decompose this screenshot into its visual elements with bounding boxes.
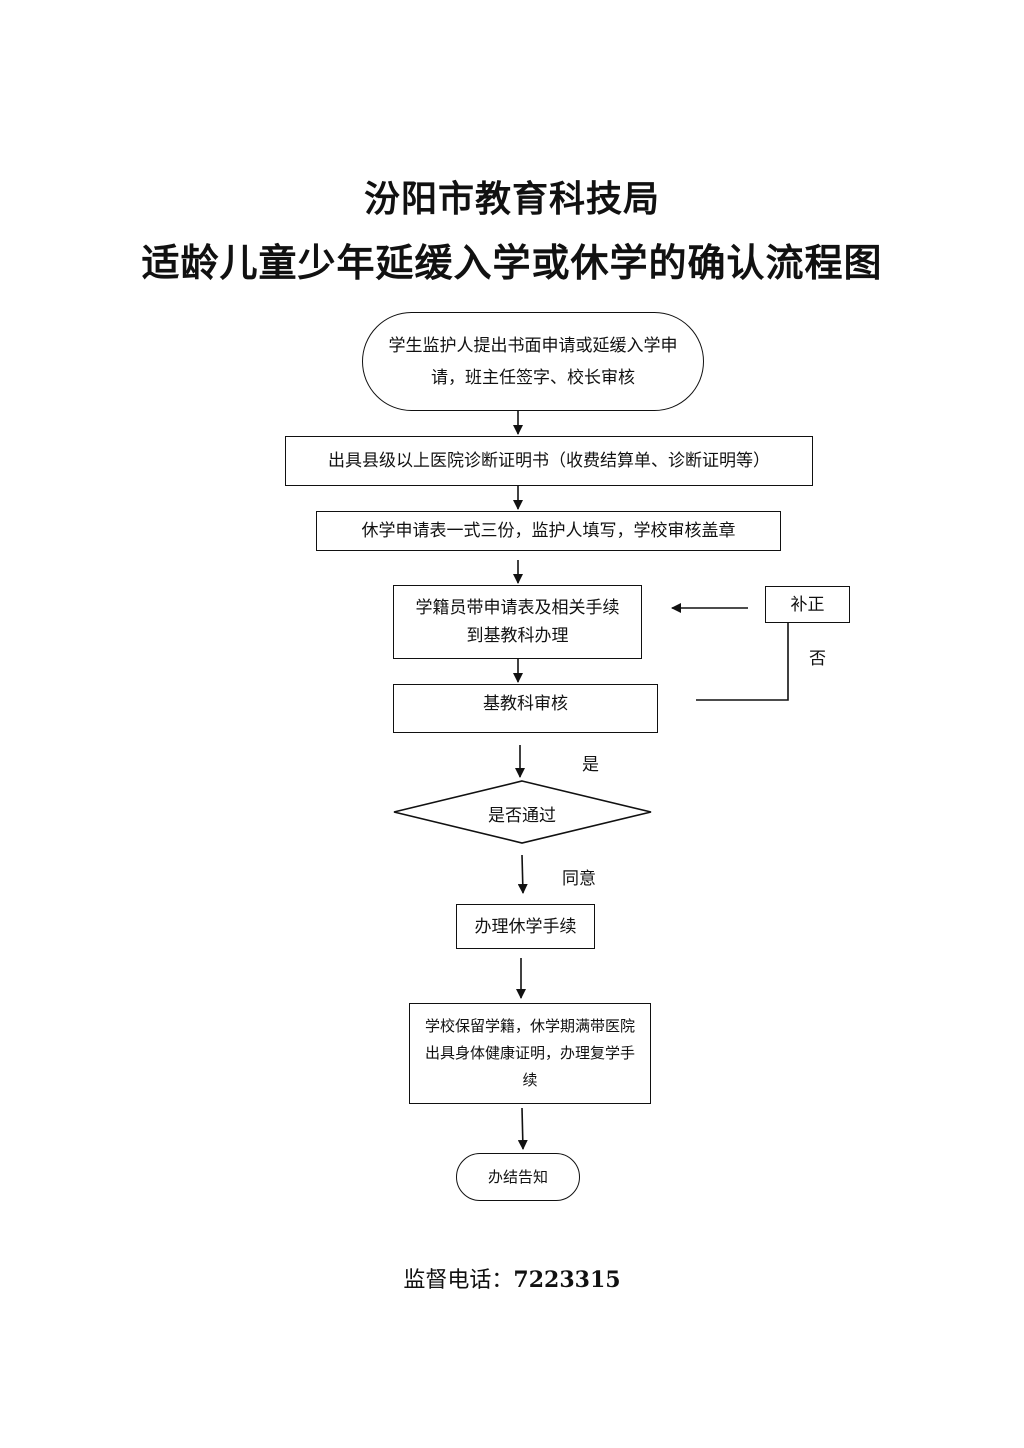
no-label: 否 [809,649,826,669]
footer-hotline: 监督电话：7223315 [0,1262,1024,1294]
arrow-decision-to-process [517,854,528,894]
retain-status-node: 学校保留学籍，休学期满带医院出具身体健康证明，办理复学手续 [409,1003,651,1104]
yes-label: 是 [582,755,599,775]
review-node: 基教科审核 [393,684,658,733]
start-node: 学生监护人提出书面申请或延缓入学申请，班主任签字、校长审核 [362,312,704,411]
process-suspension-text: 办理休学手续 [474,916,577,937]
agree-label: 同意 [562,869,596,889]
application-form-text: 休学申请表一式三份，监护人填写，学校审核盖章 [361,521,736,541]
arrow-retain-to-end [517,1107,528,1150]
hotline-number: 7223315 [513,1267,621,1293]
retain-status-text: 学校保留学籍，休学期满带医院出具身体健康证明，办理复学手续 [424,1017,635,1089]
end-node: 办结告知 [456,1153,580,1201]
supplement-node: 补正 [765,586,850,623]
line-review-to-supplement [696,622,789,701]
hospital-certificate-node: 出具县级以上医院诊断证明书（收费结算单、诊断证明等） [285,436,813,486]
decision-diamond [393,780,652,844]
supplement-text: 补正 [790,594,825,615]
page-title: 汾阳市教育科技局 [363,178,660,220]
registrar-node: 学籍员带申请表及相关手续到基教科办理 [393,585,642,659]
end-node-text: 办结告知 [487,1168,548,1186]
start-node-text: 学生监护人提出书面申请或延缓入学申请，班主任签字、校长审核 [388,335,678,388]
page-subtitle: 适龄儿童少年延缓入学或休学的确认流程图 [141,240,883,285]
hotline-label: 监督电话： [403,1268,514,1293]
decision-text: 是否通过 [488,806,556,826]
registrar-text: 学籍员带申请表及相关手续到基教科办理 [415,598,620,646]
application-form-node: 休学申请表一式三份，监护人填写，学校审核盖章 [316,511,781,551]
hospital-certificate-text: 出具县级以上医院诊断证明书（收费结算单、诊断证明等） [328,451,770,471]
process-suspension-node: 办理休学手续 [456,904,595,949]
review-text: 基教科审核 [483,694,568,714]
